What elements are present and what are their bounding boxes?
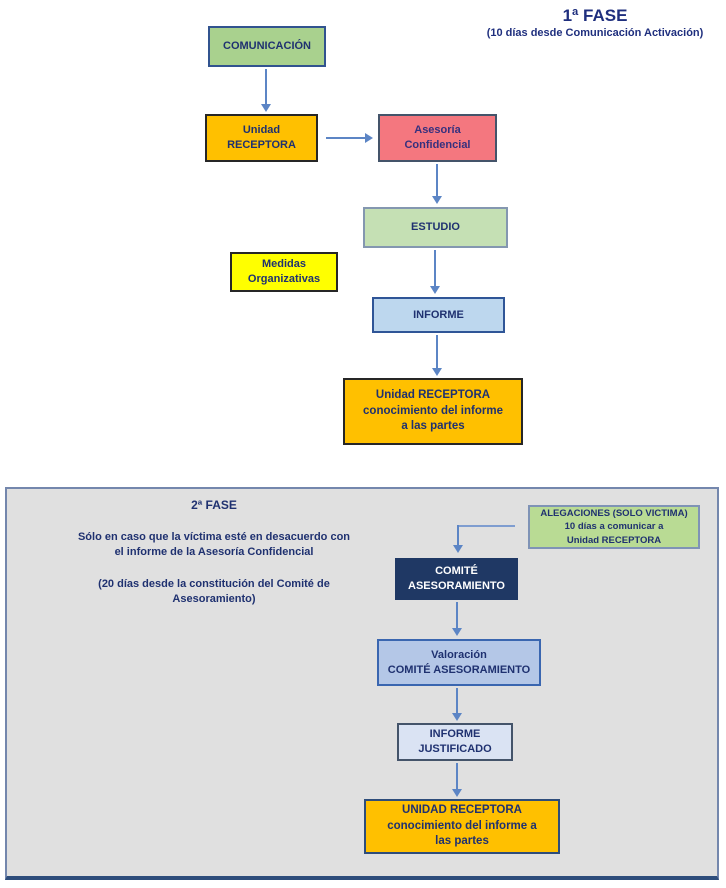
comite-line2: ASESORAMIENTO (408, 580, 505, 592)
alegaciones-line1: ALEGACIONES (SOLO VICTIMA) (540, 508, 688, 520)
arrow-informe-justificado-to-resultado (452, 763, 462, 797)
comite-asesoramiento-box: COMITÉ ASESORAMIENTO (395, 558, 518, 600)
estudio-box: ESTUDIO (363, 207, 508, 248)
comunicacion-label: COMUNICACIÓN (223, 40, 311, 53)
informe-justificado-line1: INFORME (429, 728, 481, 741)
valoracion-line1: Valoración (431, 648, 487, 661)
alegaciones-line2: 10 días a comunicar a (564, 521, 664, 533)
arrow-asesoria-to-estudio (432, 164, 442, 204)
phase2-resultado-box: UNIDAD RECEPTORA conocimiento del inform… (364, 799, 560, 854)
phase1-subtitle: (10 días desde Comunicación Activación) (470, 26, 720, 40)
phase1-resultado-line3: a las partes (401, 420, 465, 433)
comunicacion-box: COMUNICACIÓN (208, 26, 326, 67)
unidad-receptora-box: Unidad RECEPTORA (205, 114, 318, 162)
phase2-deadline-line1: (20 días desde la constitución del Comit… (98, 577, 330, 590)
unidad-receptora-line1: Unidad (242, 124, 281, 137)
phase1-resultado-box: Unidad RECEPTORA conocimiento del inform… (343, 378, 523, 445)
phase2-panel (5, 487, 719, 880)
connector-alegaciones-horizontal (458, 525, 515, 527)
arrow-unidad-to-asesoria (326, 133, 373, 143)
informe-justificado-box: INFORME JUSTIFICADO (397, 723, 513, 761)
phase2-deadline-line2: Asesoramiento) (172, 592, 256, 605)
informe-justificado-line2: JUSTIFICADO (418, 743, 492, 755)
phase1-title-block: 1ª FASE (10 días desde Comunicación Acti… (470, 6, 720, 40)
phase1-subtitle-line2: Activación) (644, 27, 704, 39)
valoracion-comite-box: Valoración COMITÉ ASESORAMIENTO (377, 639, 541, 686)
phase2-resultado-line2: conocimiento del informe a (387, 819, 537, 832)
phase2-resultado-line1: UNIDAD RECEPTORA (402, 804, 522, 817)
alegaciones-box: ALEGACIONES (SOLO VICTIMA) 10 días a com… (528, 505, 700, 549)
phase2-header-block: 2ª FASE Sólo en caso que la víctima esté… (25, 497, 403, 607)
arrow-estudio-to-informe (430, 250, 440, 294)
informe-label: INFORME (413, 308, 464, 321)
asesoria-line2: Confidencial (404, 139, 471, 151)
phase2-resultado-line3: las partes (435, 835, 489, 848)
alegaciones-line3: Unidad RECEPTORA (566, 534, 662, 546)
phase1-title: 1ª FASE (562, 6, 628, 25)
arrow-comite-to-valoracion (452, 602, 462, 636)
asesoria-confidencial-box: Asesoría Confidencial (378, 114, 497, 162)
valoracion-line2: COMITÉ ASESORAMIENTO (387, 663, 531, 676)
arrow-valoracion-to-informe-justificado (452, 688, 462, 721)
arrow-comunicacion-to-unidad (261, 69, 271, 112)
phase2-condition-line2: el informe de la Asesoría Confidencial (114, 546, 314, 559)
medidas-line2: Organizativas (247, 273, 321, 285)
unidad-receptora-line2: RECEPTORA (227, 139, 296, 151)
phase1-resultado-line1: Unidad RECEPTORA (375, 389, 491, 402)
informe-box: INFORME (372, 297, 505, 333)
phase2-condition-line1: Sólo en caso que la víctima esté en desa… (77, 530, 351, 543)
comite-line1: COMITÉ (435, 565, 478, 578)
connector-alegaciones-arrow (453, 525, 463, 553)
medidas-organizativas-box: Medidas Organizativas (230, 252, 338, 292)
phase1-subtitle-line1: (10 días desde Comunicación (486, 27, 642, 39)
phase2-deadline: (20 días desde la constitución del Comit… (25, 577, 403, 608)
phase1-resultado-line2: conocimiento del informe (363, 404, 503, 417)
phase2-condition: Sólo en caso que la víctima esté en desa… (25, 530, 403, 561)
arrow-informe-to-resultado (432, 335, 442, 376)
asesoria-line1: Asesoría (414, 124, 461, 137)
estudio-label: ESTUDIO (411, 221, 460, 234)
medidas-line1: Medidas (261, 258, 306, 271)
phase2-title: 2ª FASE (191, 498, 237, 512)
